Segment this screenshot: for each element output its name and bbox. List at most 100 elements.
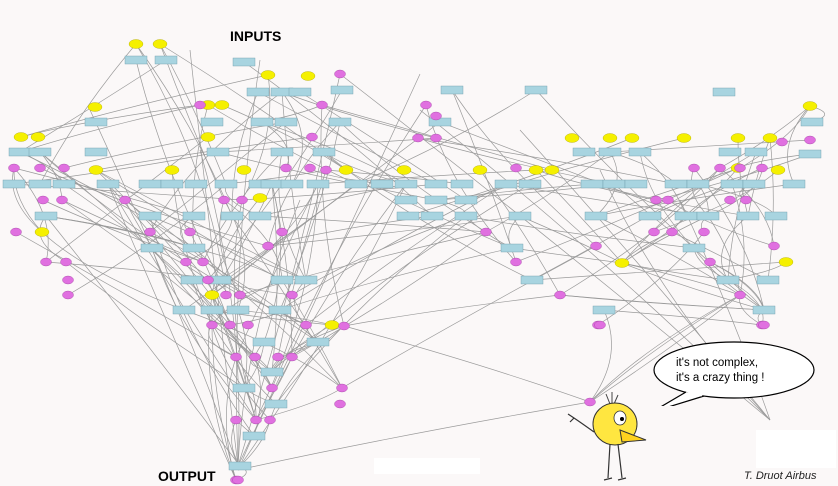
function-box xyxy=(765,212,787,220)
variable-node xyxy=(481,228,492,236)
input-node xyxy=(88,103,102,112)
variable-node xyxy=(145,228,156,236)
input-node xyxy=(31,133,45,142)
function-box xyxy=(85,148,107,156)
variable-node xyxy=(11,228,22,236)
function-box xyxy=(185,180,207,188)
function-box xyxy=(295,276,317,284)
function-box xyxy=(289,88,311,96)
variable-node xyxy=(335,70,346,78)
function-box xyxy=(275,118,297,126)
function-box xyxy=(441,86,463,94)
function-box xyxy=(519,180,541,188)
function-box xyxy=(215,180,237,188)
function-box xyxy=(675,212,697,220)
function-box xyxy=(509,212,531,220)
variable-node xyxy=(431,112,442,120)
function-box xyxy=(425,180,447,188)
variable-node xyxy=(769,242,780,250)
graph-edge xyxy=(272,325,332,372)
graph-edge xyxy=(40,216,66,262)
variable-node xyxy=(207,321,218,329)
graph-edge xyxy=(321,105,344,326)
variable-node xyxy=(198,258,209,266)
variable-node xyxy=(287,353,298,361)
variable-node xyxy=(120,196,131,204)
graph-edge xyxy=(344,295,560,326)
input-node xyxy=(339,166,353,175)
graph-edge xyxy=(40,44,136,184)
function-box xyxy=(329,118,351,126)
variable-node xyxy=(805,136,816,144)
variable-node xyxy=(59,164,70,172)
graph-edge xyxy=(208,105,356,184)
function-box xyxy=(757,276,779,284)
variable-node xyxy=(649,228,660,236)
graph-edge xyxy=(20,105,200,152)
function-box xyxy=(495,180,517,188)
variable-node xyxy=(413,134,424,142)
function-box xyxy=(425,196,447,204)
graph-edge xyxy=(656,154,810,200)
variable-node xyxy=(777,138,788,146)
variable-node xyxy=(57,196,68,204)
function-box xyxy=(269,306,291,314)
variable-node xyxy=(9,164,20,172)
function-box xyxy=(229,462,251,470)
function-box xyxy=(261,180,283,188)
variable-node xyxy=(243,321,254,329)
function-box xyxy=(525,86,547,94)
graph-edge xyxy=(136,44,226,295)
input-node xyxy=(205,291,219,300)
function-box xyxy=(593,306,615,314)
function-box xyxy=(201,118,223,126)
graph-edge xyxy=(238,74,340,466)
function-box xyxy=(161,180,183,188)
inputs-label: INPUTS xyxy=(230,28,281,44)
function-box xyxy=(717,276,739,284)
input-node xyxy=(473,166,487,175)
function-box xyxy=(233,384,255,392)
output-label: OUTPUT xyxy=(158,468,216,484)
input-node xyxy=(253,194,267,203)
graph-edge xyxy=(62,200,203,262)
variable-node xyxy=(591,242,602,250)
variable-node xyxy=(339,322,350,330)
function-box xyxy=(687,180,709,188)
variable-node xyxy=(511,164,522,172)
input-node xyxy=(237,166,251,175)
function-box xyxy=(719,148,741,156)
variable-node xyxy=(735,291,746,299)
input-node xyxy=(215,101,229,110)
function-box xyxy=(243,432,265,440)
function-box xyxy=(221,212,243,220)
function-box xyxy=(783,180,805,188)
input-node xyxy=(201,133,215,142)
function-box xyxy=(233,58,255,66)
variable-node xyxy=(237,196,248,204)
variable-node xyxy=(555,291,566,299)
graph-edge xyxy=(240,184,406,466)
input-node xyxy=(261,71,275,80)
graph-edge xyxy=(356,90,536,184)
graph-edge xyxy=(238,402,590,470)
function-box xyxy=(429,118,451,126)
function-box xyxy=(97,180,119,188)
variable-node xyxy=(759,321,770,329)
function-box xyxy=(53,180,75,188)
graph-edge xyxy=(21,75,268,137)
graph-edge xyxy=(64,184,230,325)
function-box xyxy=(573,148,595,156)
input-node xyxy=(803,102,817,111)
function-box xyxy=(247,88,269,96)
graph-edge xyxy=(232,216,342,388)
function-box xyxy=(141,244,163,252)
variable-node xyxy=(203,276,214,284)
variable-node xyxy=(263,242,274,250)
input-node xyxy=(603,134,617,143)
variable-node xyxy=(715,164,726,172)
variable-node xyxy=(431,134,442,142)
variable-node xyxy=(250,353,261,361)
function-box xyxy=(9,148,31,156)
variable-node xyxy=(265,416,276,424)
